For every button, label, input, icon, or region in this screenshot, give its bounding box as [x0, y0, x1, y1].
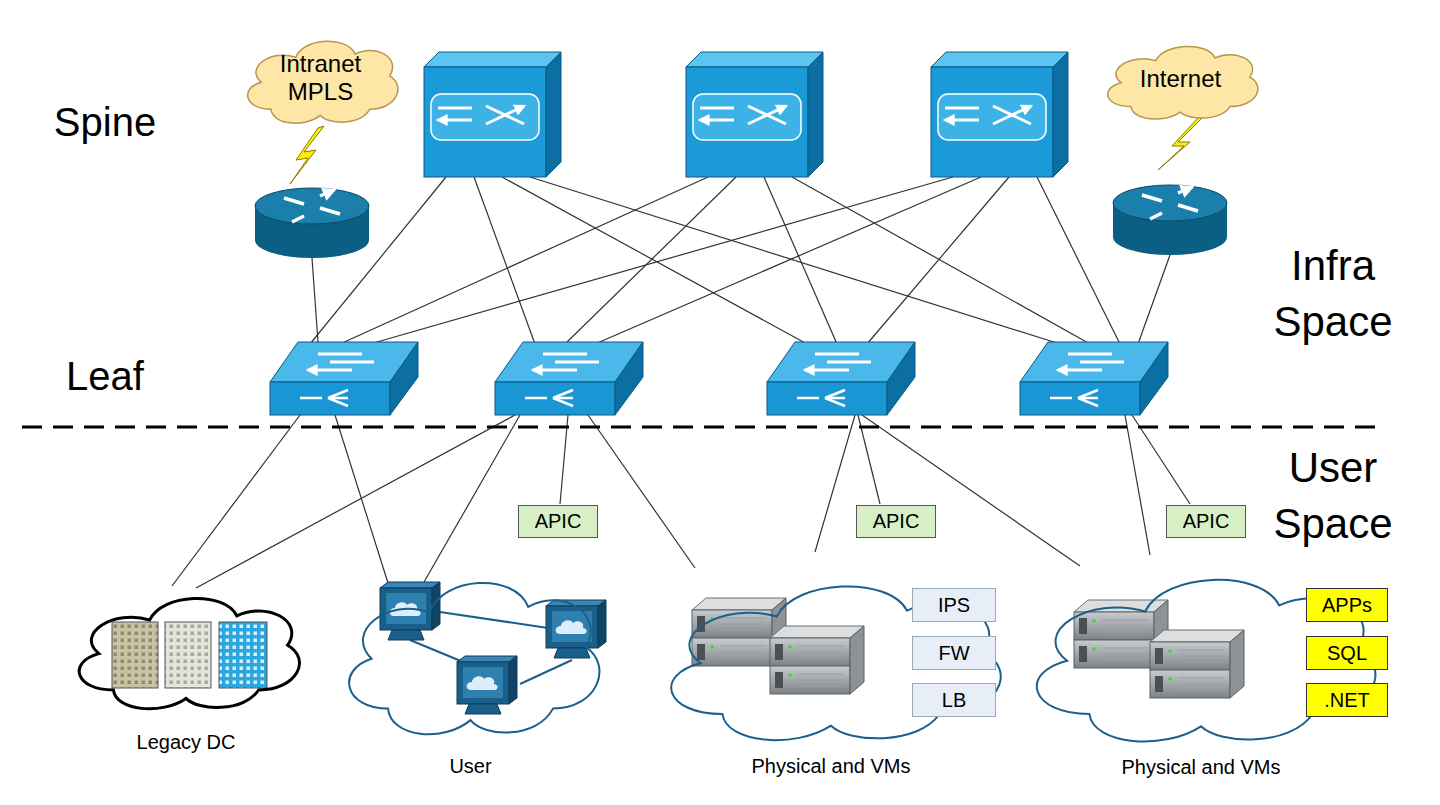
access-links: [335, 415, 388, 583]
building-icon: [165, 622, 211, 688]
router-symbol: [1113, 185, 1227, 255]
controller-box: APIC: [856, 505, 936, 538]
cloud-outline: [65, 578, 307, 718]
section-label: Spine: [30, 98, 180, 146]
spine-leaf-links: [474, 177, 535, 344]
node-label: .NET: [1324, 689, 1370, 712]
access-links: [424, 415, 520, 582]
spine-leaf-links: [792, 177, 1090, 344]
spine-switch: [424, 52, 561, 177]
node-label: Internet: [1140, 65, 1221, 93]
spine-leaf-links: [764, 177, 837, 344]
building-icon: [219, 622, 267, 688]
service-box: LB: [912, 683, 996, 717]
spine-leaf-links: [595, 177, 981, 344]
service-box: FW: [912, 636, 996, 670]
spine-leaf-links: [530, 177, 1060, 344]
router-links: [312, 258, 318, 342]
spine-leaf-links: [370, 177, 953, 344]
cloud-outline: [671, 586, 1001, 740]
access-links: [172, 415, 1190, 588]
node-label: IPS: [938, 594, 970, 617]
node-label: APIC: [873, 510, 920, 533]
router-links: [312, 255, 1170, 344]
cloud-outline: [248, 41, 398, 123]
access-links: [815, 415, 855, 552]
building-icon: [112, 622, 158, 688]
controller-box: APIC: [518, 505, 598, 538]
access-links: [196, 415, 515, 588]
service-box: IPS: [912, 588, 996, 622]
node-label: APIC: [1183, 510, 1230, 533]
user-ring: [520, 660, 572, 684]
leaf-switch: [767, 342, 915, 415]
section-label: Infra Space: [1258, 238, 1408, 350]
building-icon: [112, 622, 267, 688]
network-cloud: Intranet MPLS: [238, 26, 403, 130]
cloud-caption: Legacy DC: [137, 731, 236, 754]
node-label: FW: [938, 642, 969, 665]
controller-box: APIC: [1166, 505, 1246, 538]
node-label: SQL: [1327, 642, 1367, 665]
network-cloud: Internet: [1098, 33, 1263, 125]
monitor-icon: [457, 656, 517, 714]
spine-leaf-links: [1037, 177, 1120, 344]
spine-switch: [931, 52, 1068, 177]
cloud-outline: [79, 598, 299, 708]
leaf-switch: [495, 342, 643, 415]
cloud-caption: Physical and VMs: [1122, 756, 1281, 779]
lightning-bolt: [290, 126, 324, 184]
router-symbol: [255, 185, 1227, 258]
spine-switch: [424, 52, 1068, 177]
space-divider: [22, 426, 1380, 429]
node-label: Intranet MPLS: [262, 50, 380, 105]
monitor-icon: [546, 600, 606, 658]
node-label: APPs: [1322, 594, 1372, 617]
spine-switch: [686, 52, 823, 177]
cloud-caption: Physical and VMs: [752, 755, 911, 778]
cloud-outline: [349, 583, 599, 734]
server-icon: [770, 626, 864, 694]
spine-leaf-links: [565, 177, 736, 344]
leaf-switch: [270, 342, 418, 415]
node-label: LB: [942, 689, 966, 712]
datacenter-cloud: Legacy DC: [65, 578, 307, 718]
user-cloud: User: [333, 555, 608, 747]
cloud-outline: [333, 555, 608, 747]
cloud-outline: [1108, 46, 1258, 119]
app-box: APPs: [1306, 588, 1388, 622]
section-label: Leaf: [30, 352, 180, 400]
cloud-caption: User: [449, 755, 491, 778]
leaf-switch: [270, 342, 1168, 415]
router-links: [1138, 255, 1170, 344]
app-box: .NET: [1306, 683, 1388, 717]
node-label: APIC: [535, 510, 582, 533]
monitor-icon: [380, 582, 606, 714]
access-links: [588, 415, 695, 568]
leaf-switch: [1020, 342, 1168, 415]
access-links: [172, 415, 300, 586]
access-links: [862, 415, 1080, 566]
spine-leaf-links: [310, 177, 1120, 344]
spine-leaf-links: [502, 177, 807, 344]
app-box: SQL: [1306, 636, 1388, 670]
section-label: User Space: [1258, 440, 1408, 552]
router-symbol: [255, 188, 369, 258]
server-icon: [1150, 630, 1244, 698]
lightning-bolt: [1158, 116, 1204, 170]
user-ring: [440, 612, 548, 628]
spine-leaf-links: [867, 177, 1009, 344]
server-cloud: Physical and VMsIPSFWLB: [650, 558, 1012, 753]
